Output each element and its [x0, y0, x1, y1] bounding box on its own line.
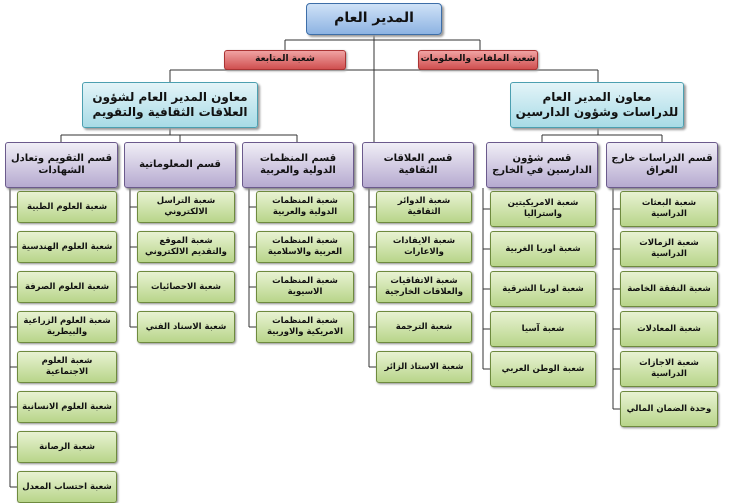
unit-box-5-2[interactable]: شعبة النفقة الخاصة	[620, 271, 718, 307]
unit-box-0-1[interactable]: شعبة العلوم الهندسية	[17, 231, 117, 263]
unit-box-5-0[interactable]: شعبة البعثات الدراسية	[620, 191, 718, 227]
unit-box-4-0[interactable]: شعبة الامريكيتين واستراليا	[490, 191, 596, 227]
unit-box-3-2[interactable]: شعبة الاتفاقيات والعلاقات الخارجية	[376, 271, 472, 303]
unit-box-0-4[interactable]: شعبة العلوم الاجتماعية	[17, 351, 117, 383]
unit-box-0-5[interactable]: شعبة العلوم الانسانية	[17, 391, 117, 423]
files-info-section-box[interactable]: شعبة الملفات والمعلومات	[418, 50, 538, 70]
department-box-3[interactable]: قسم العلاقات الثقافية	[362, 142, 474, 188]
unit-box-1-0[interactable]: شعبة التراسل الالكتروني	[137, 191, 235, 223]
unit-box-0-2[interactable]: شعبة العلوم الصرفة	[17, 271, 117, 303]
follow-up-section-box[interactable]: شعبة المتابعة	[224, 50, 346, 70]
unit-box-2-2[interactable]: شعبة المنظمات الاسيوية	[256, 271, 354, 303]
unit-box-4-3[interactable]: شعبة آسيا	[490, 311, 596, 347]
unit-box-3-4[interactable]: شعبة الاستاذ الزائر	[376, 351, 472, 383]
general-director-box[interactable]: المدير العام	[306, 3, 442, 35]
unit-box-2-0[interactable]: شعبة المنظمات الدولية والعربية	[256, 191, 354, 223]
unit-box-0-3[interactable]: شعبة العلوم الزراعية والبيطرية	[17, 311, 117, 343]
unit-box-3-0[interactable]: شعبة الدوائر الثقافية	[376, 191, 472, 223]
unit-box-2-3[interactable]: شعبة المنظمات الامريكية والاوربية	[256, 311, 354, 343]
unit-box-5-1[interactable]: شعبة الزمالات الدراسية	[620, 231, 718, 267]
unit-box-3-1[interactable]: شعبة الايفادات والاعارات	[376, 231, 472, 263]
unit-box-3-3[interactable]: شعبة الترجمة	[376, 311, 472, 343]
unit-box-1-1[interactable]: شعبة الموقع والتقديم الالكتروني	[137, 231, 235, 263]
unit-box-0-6[interactable]: شعبة الرصانة	[17, 431, 117, 463]
unit-box-1-2[interactable]: شعبة الاحصائيات	[137, 271, 235, 303]
unit-box-0-0[interactable]: شعبة العلوم الطبية	[17, 191, 117, 223]
department-box-4[interactable]: قسم شؤون الدارسين في الخارج	[486, 142, 598, 188]
department-box-1[interactable]: قسم المعلوماتية	[124, 142, 236, 188]
unit-box-1-3[interactable]: شعبة الاسناد الفني	[137, 311, 235, 343]
unit-box-5-4[interactable]: شعبة الاجازات الدراسية	[620, 351, 718, 387]
deputy-cultural-relations-box[interactable]: معاون المدير العام لشؤون العلاقات الثقاف…	[82, 82, 258, 128]
unit-box-4-2[interactable]: شعبة اوربا الشرقية	[490, 271, 596, 307]
unit-box-5-3[interactable]: شعبة المعادلات	[620, 311, 718, 347]
unit-box-5-5[interactable]: وحدة الضمان المالي	[620, 391, 718, 427]
unit-box-4-1[interactable]: شعبة اوربا الغربية	[490, 231, 596, 267]
unit-box-0-7[interactable]: شعبة احتساب المعدل	[17, 471, 117, 503]
department-box-5[interactable]: قسم الدراسات خارج العراق	[606, 142, 718, 188]
deputy-studies-box[interactable]: معاون المدير العام للدراسات وشؤون الدارس…	[510, 82, 684, 128]
unit-box-2-1[interactable]: شعبة المنظمات العربية والاسلامية	[256, 231, 354, 263]
department-box-2[interactable]: قسم المنظمات الدولية والعربية	[242, 142, 354, 188]
unit-box-4-4[interactable]: شعبة الوطن العربي	[490, 351, 596, 387]
department-box-0[interactable]: قسم التقويم وتعادل الشهادات	[5, 142, 118, 188]
